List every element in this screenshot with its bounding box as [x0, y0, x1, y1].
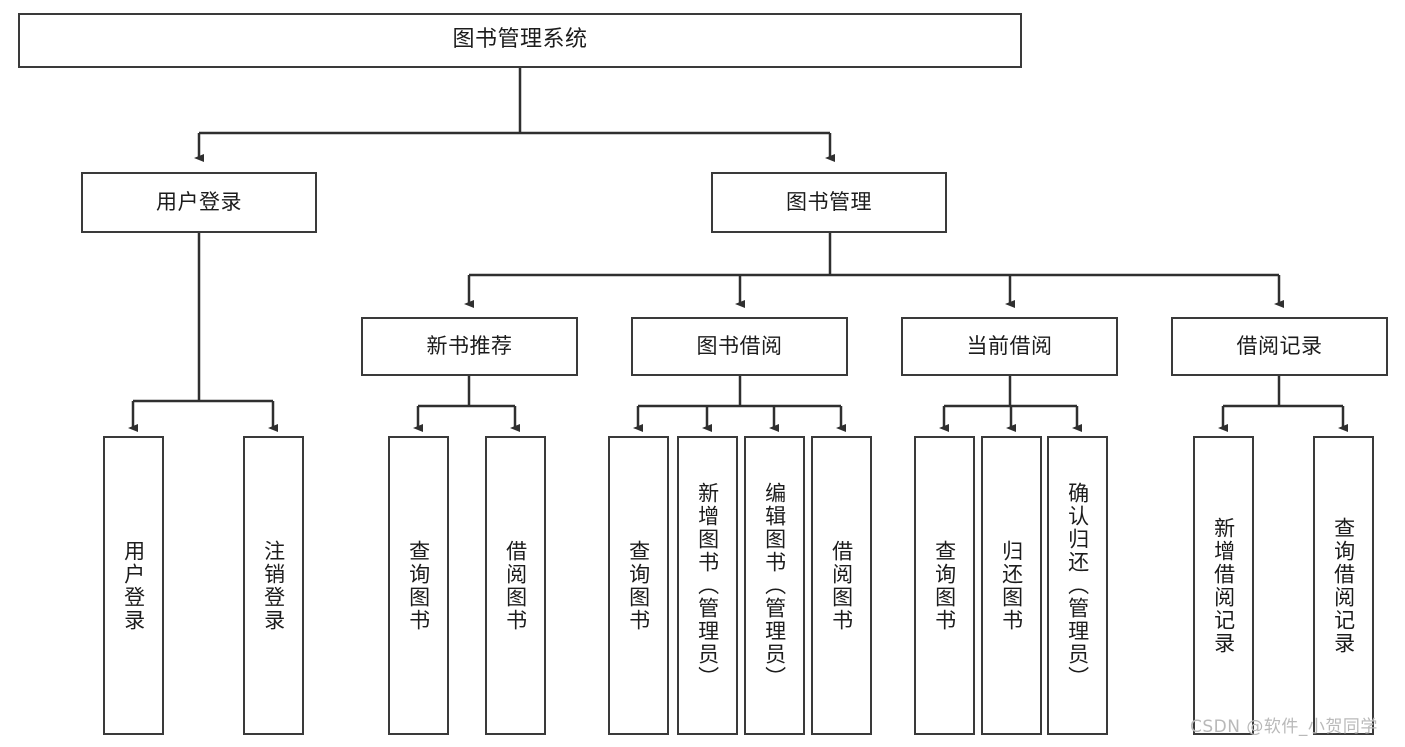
node-book-manage[interactable]: 图书管理 — [711, 172, 947, 233]
leaf-add-record[interactable]: 新增借阅记录 — [1193, 436, 1254, 735]
node-new-book-recommend-label: 新书推荐 — [426, 333, 513, 358]
leaf-user-login[interactable]: 用户登录 — [103, 436, 164, 735]
node-root-label: 图书管理系统 — [452, 27, 588, 53]
leaf-query-record-label: 查询借阅记录 — [1331, 516, 1356, 655]
leaf-borrow-book-2-label: 借阅图书 — [829, 539, 854, 632]
leaf-query-record[interactable]: 查询借阅记录 — [1313, 436, 1374, 735]
node-book-borrow-label: 图书借阅 — [696, 333, 783, 358]
leaf-borrow-book-2[interactable]: 借阅图书 — [811, 436, 872, 735]
node-user-login[interactable]: 用户登录 — [81, 172, 317, 233]
leaf-edit-book[interactable]: 编辑图书（管理员） — [744, 436, 805, 735]
node-current-borrow[interactable]: 当前借阅 — [901, 317, 1118, 376]
leaf-confirm-return[interactable]: 确认归还（管理员） — [1047, 436, 1108, 735]
leaf-add-book-label: 新增图书（管理员） — [695, 482, 720, 689]
leaf-user-logout[interactable]: 注销登录 — [243, 436, 304, 735]
leaf-query-book-3-label: 查询图书 — [932, 539, 957, 632]
leaf-query-book-2[interactable]: 查询图书 — [608, 436, 669, 735]
node-new-book-recommend[interactable]: 新书推荐 — [361, 317, 578, 376]
leaf-borrow-book-1-label: 借阅图书 — [503, 539, 528, 632]
leaf-user-login-label: 用户登录 — [121, 539, 146, 632]
node-book-manage-label: 图书管理 — [786, 189, 872, 214]
leaf-confirm-return-label: 确认归还（管理员） — [1065, 482, 1090, 689]
node-borrow-record[interactable]: 借阅记录 — [1171, 317, 1388, 376]
node-book-borrow[interactable]: 图书借阅 — [631, 317, 848, 376]
leaf-user-logout-label: 注销登录 — [261, 539, 286, 632]
leaf-query-book-2-label: 查询图书 — [626, 539, 651, 632]
leaf-query-book-3[interactable]: 查询图书 — [914, 436, 975, 735]
csdn-watermark: CSDN @软件_小贺同学 — [1190, 717, 1378, 737]
node-current-borrow-label: 当前借阅 — [966, 333, 1053, 358]
leaf-add-record-label: 新增借阅记录 — [1211, 516, 1236, 655]
leaf-query-book-1-label: 查询图书 — [406, 539, 431, 632]
node-borrow-record-label: 借阅记录 — [1236, 333, 1323, 358]
leaf-return-book[interactable]: 归还图书 — [981, 436, 1042, 735]
node-root[interactable]: 图书管理系统 — [18, 13, 1022, 68]
leaf-edit-book-label: 编辑图书（管理员） — [762, 482, 787, 689]
leaf-query-book-1[interactable]: 查询图书 — [388, 436, 449, 735]
leaf-return-book-label: 归还图书 — [999, 539, 1024, 632]
leaf-add-book[interactable]: 新增图书（管理员） — [677, 436, 738, 735]
node-user-login-label: 用户登录 — [156, 189, 242, 214]
leaf-borrow-book-1[interactable]: 借阅图书 — [485, 436, 546, 735]
